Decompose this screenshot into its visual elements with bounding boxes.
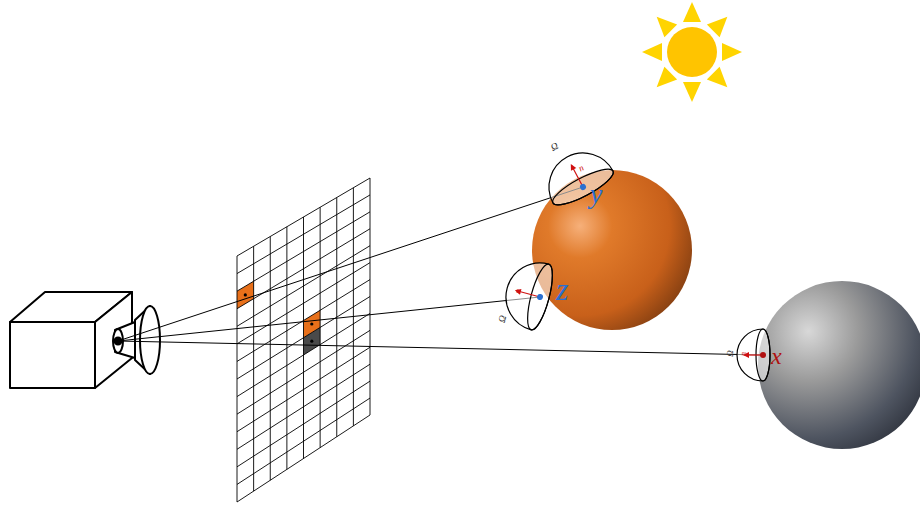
sun-symbol — [642, 2, 742, 102]
point-label: z — [556, 273, 568, 305]
grid-line — [237, 297, 370, 380]
grid-line — [237, 364, 370, 449]
grid-line — [237, 330, 370, 414]
hemisphere-x — [737, 329, 770, 381]
grid-line — [237, 398, 370, 484]
ray-dot — [244, 293, 247, 296]
point-label: y — [590, 180, 602, 208]
grid-line — [237, 263, 370, 344]
grid-line — [237, 313, 370, 396]
grid-line — [237, 347, 370, 431]
camera-symbol — [10, 292, 160, 388]
hemisphere-y — [537, 141, 617, 211]
normal-label: n — [740, 352, 748, 356]
hemisphere-label: Ω — [549, 141, 560, 153]
hemisphere-label: Ω — [497, 314, 509, 324]
grid-line — [237, 381, 370, 467]
grey-sphere — [758, 281, 920, 449]
ray-dot — [310, 340, 313, 343]
pixel-cell — [304, 327, 321, 355]
hemisphere-label: Ω — [726, 350, 735, 357]
camera-rays — [118, 187, 762, 355]
grid-line — [237, 246, 370, 327]
grid-line — [237, 195, 370, 274]
grid-line — [237, 280, 370, 362]
grid-line — [237, 229, 370, 309]
image-plane-grid — [237, 178, 370, 502]
grid-line — [237, 415, 370, 502]
point-label: x — [771, 344, 782, 368]
ray-dot — [310, 322, 313, 325]
pixel-cell — [237, 281, 254, 308]
grid-line — [237, 178, 370, 256]
